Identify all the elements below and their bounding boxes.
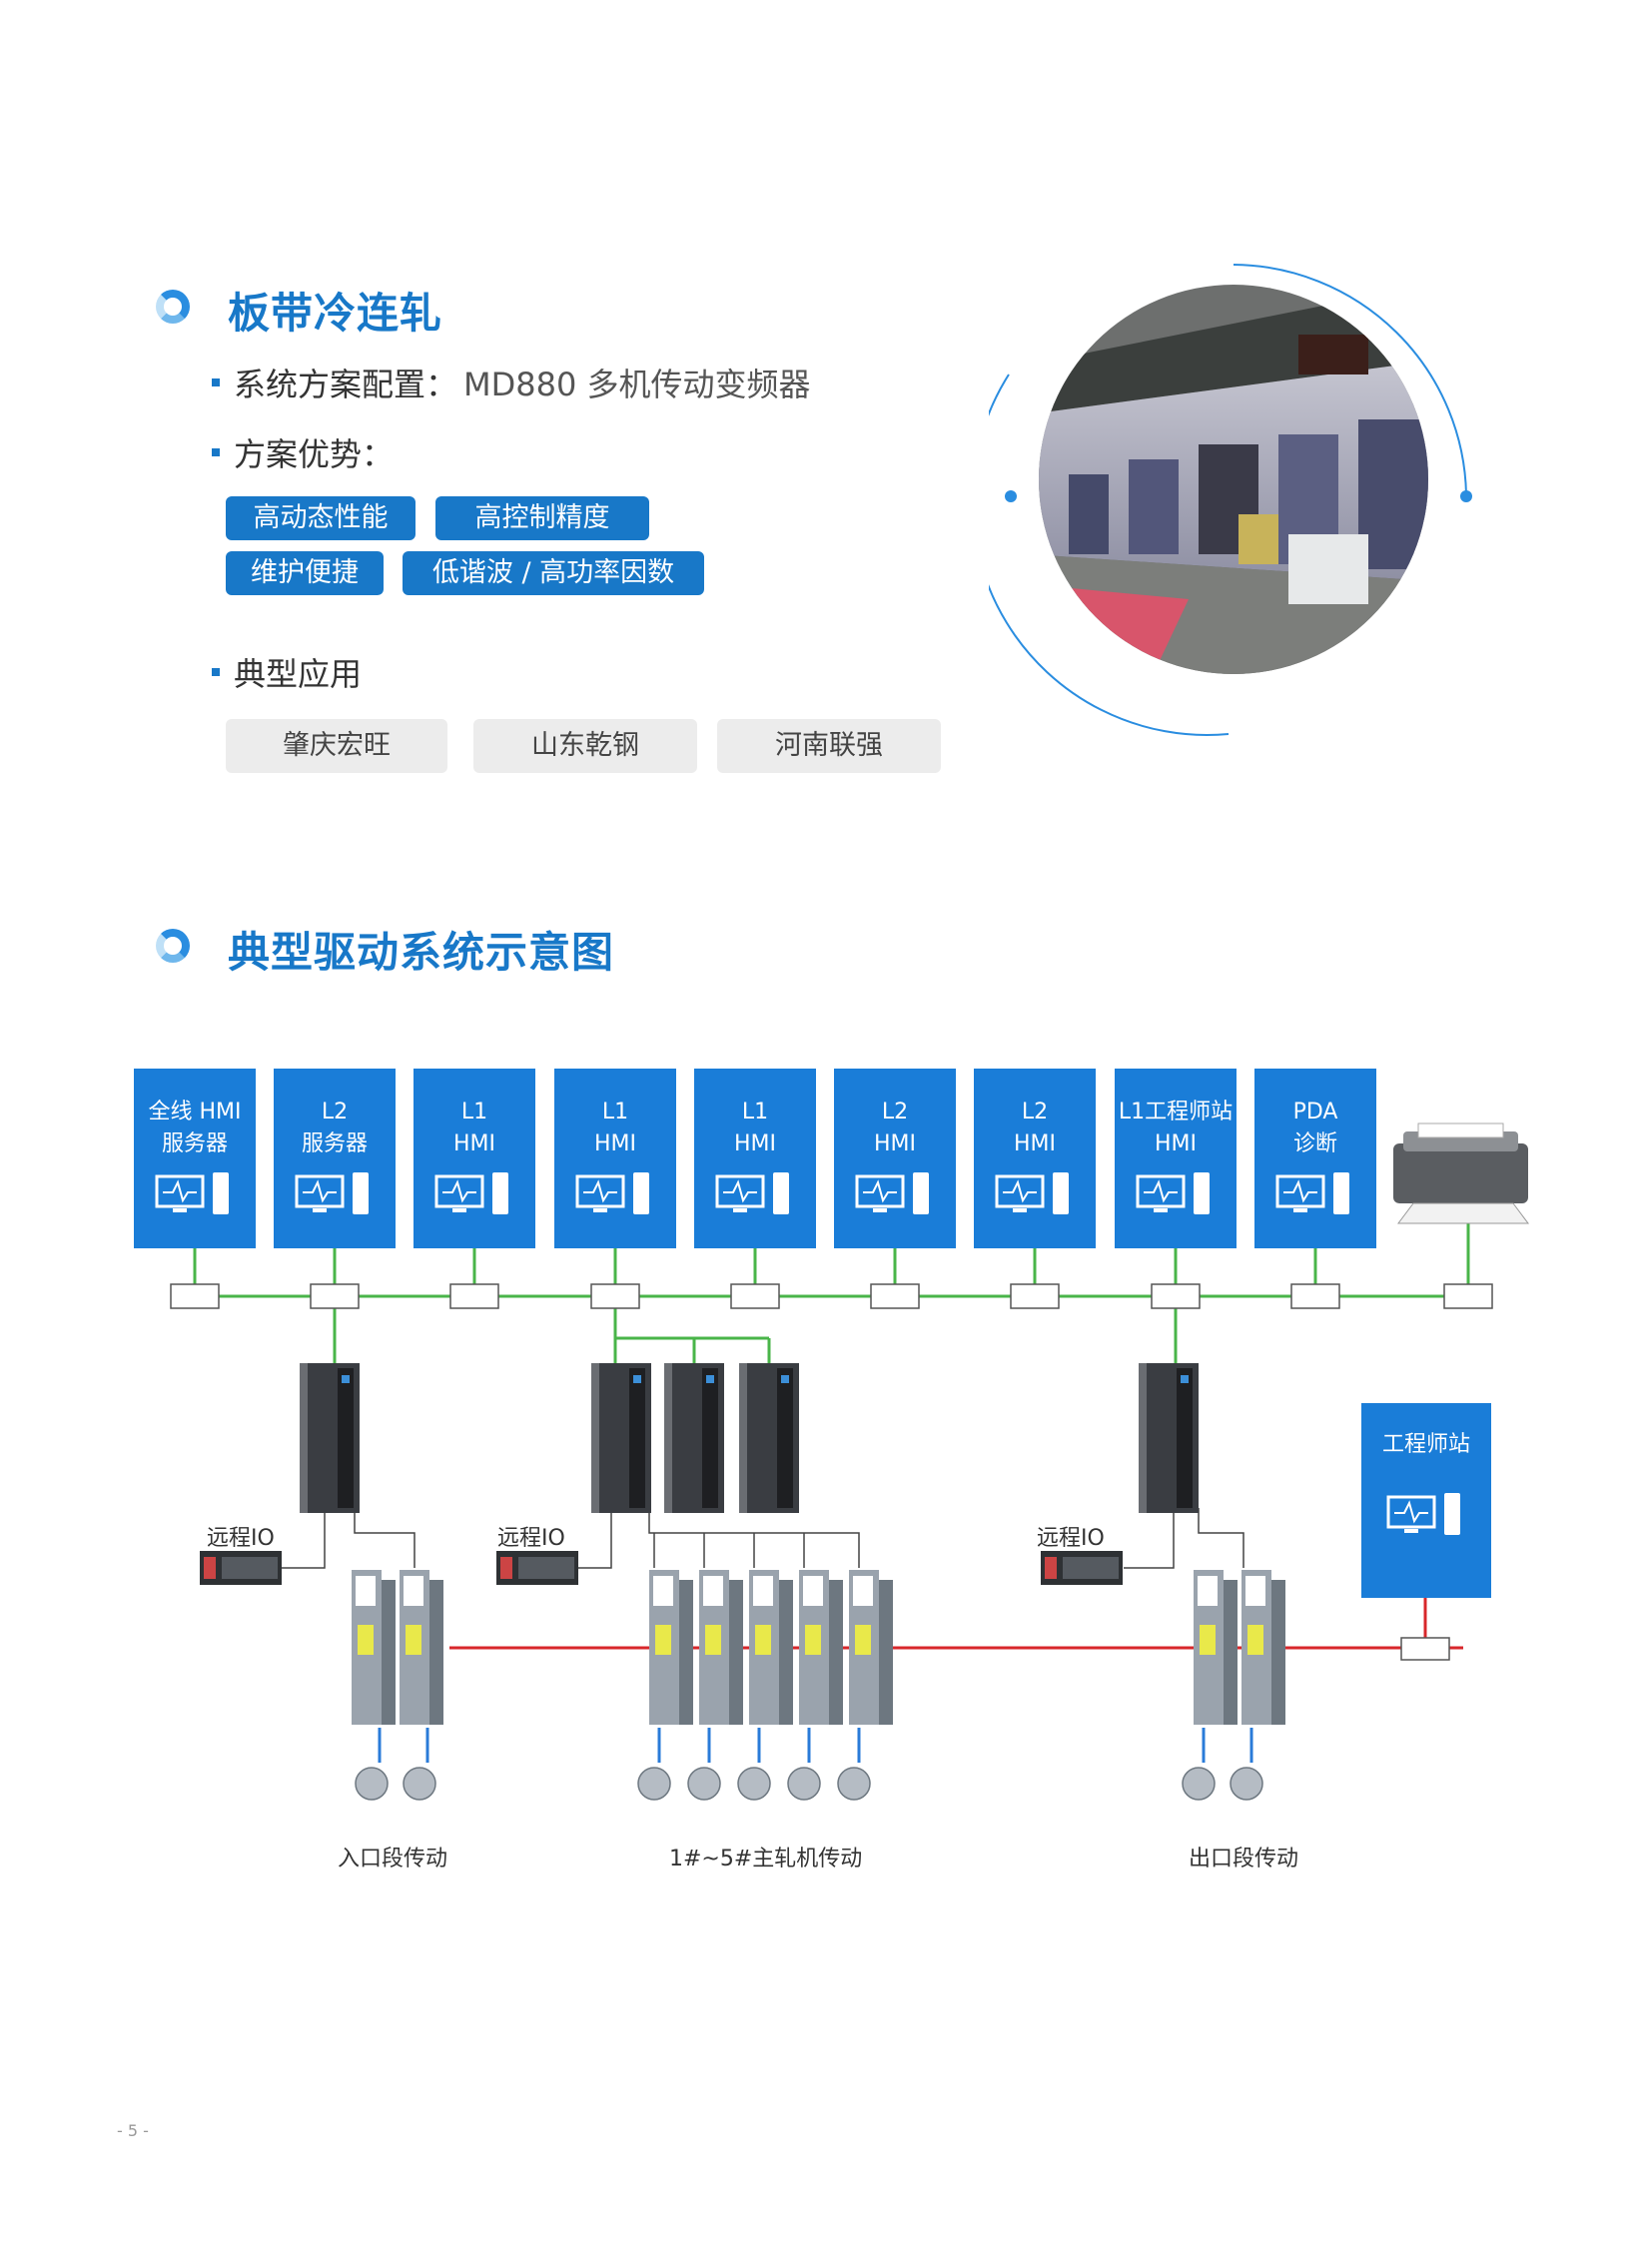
page-number: - 5 - xyxy=(117,2121,149,2140)
node-box: L1 HMI xyxy=(554,1069,676,1248)
advantages-label: 方案优势： xyxy=(234,435,395,473)
application-tag: 山东乾钢 xyxy=(473,719,697,773)
node-line1: L2 xyxy=(1021,1100,1049,1124)
node-box: L2 服务器 xyxy=(274,1069,396,1248)
factory-photo xyxy=(989,264,1472,736)
node-box: PDA 诊断 xyxy=(1254,1069,1376,1248)
section-ring-icon xyxy=(156,290,190,324)
controllers xyxy=(300,1363,1199,1513)
node-line1: L1 xyxy=(601,1100,629,1124)
node-line1: 全线 HMI xyxy=(148,1100,242,1124)
motor-cables xyxy=(378,1728,1253,1763)
node-box: 全线 HMI 服务器 xyxy=(134,1069,256,1248)
node-line1: L1 xyxy=(741,1100,769,1124)
applications-label: 典型应用 xyxy=(234,655,363,693)
node-line2: 服务器 xyxy=(301,1131,368,1156)
node-line2: HMI xyxy=(1013,1131,1056,1156)
node-line2: HMI xyxy=(873,1131,916,1156)
power-bus xyxy=(449,1598,1463,1650)
node-line2: HMI xyxy=(593,1131,636,1156)
node-box: L2 HMI xyxy=(974,1069,1096,1248)
application-tag: 河南联强 xyxy=(717,719,941,773)
network-nodes xyxy=(170,1283,1493,1309)
config-label: 系统方案配置： xyxy=(234,366,458,403)
node-line1: L1 xyxy=(460,1100,488,1124)
caption-exit: 出口段传动 xyxy=(1189,1847,1299,1871)
motor-icons xyxy=(355,1767,1263,1801)
monitor-tower-icon xyxy=(575,1172,649,1214)
monitor-tower-icon xyxy=(155,1172,229,1214)
remote-io-label: 远程IO xyxy=(207,1526,275,1551)
section-title: 板带冷连轧 xyxy=(228,289,443,338)
node-box: L1 HMI xyxy=(694,1069,816,1248)
caption-main-mill: 1#~5#主轧机传动 xyxy=(669,1847,863,1871)
remote-io-label: 远程IO xyxy=(497,1526,565,1551)
monitor-tower-icon xyxy=(1275,1172,1349,1214)
node-box: L2 HMI xyxy=(834,1069,956,1248)
remote-io-modules xyxy=(200,1551,1123,1585)
node-line1: PDA xyxy=(1292,1100,1338,1124)
bullet-icon xyxy=(212,448,220,456)
node-line2: HMI xyxy=(733,1131,776,1156)
node-line2: HMI xyxy=(1154,1131,1197,1156)
config-value: MD880 多机传动变频器 xyxy=(463,366,811,403)
drives xyxy=(352,1570,1285,1725)
monitor-tower-icon xyxy=(434,1172,508,1214)
monitor-tower-icon xyxy=(995,1172,1069,1214)
caption-entry: 入口段传动 xyxy=(338,1847,448,1871)
bullet-icon xyxy=(212,378,220,386)
advantage-tag: 维护便捷 xyxy=(226,551,384,595)
monitor-tower-icon xyxy=(855,1172,929,1214)
node-box: L1工程师站 HMI xyxy=(1115,1069,1237,1248)
control-links xyxy=(280,1508,1244,1569)
engineer-station-box: 工程师站 xyxy=(1361,1403,1491,1598)
monitor-tower-icon xyxy=(295,1172,369,1214)
node-line2: HMI xyxy=(452,1131,495,1156)
node-line1: L2 xyxy=(321,1100,349,1124)
node-line1: L2 xyxy=(881,1100,909,1124)
engineer-station-label: 工程师站 xyxy=(1381,1432,1470,1457)
node-line2: 服务器 xyxy=(161,1131,228,1156)
node-line2: 诊断 xyxy=(1292,1131,1337,1156)
bullet-icon xyxy=(212,668,220,676)
monitor-tower-icon xyxy=(715,1172,789,1214)
network-lines xyxy=(193,1218,1473,1368)
advantage-tag: 高动态性能 xyxy=(226,496,415,540)
advantages-line: 方案优势： xyxy=(212,429,394,475)
node-box: L1 HMI xyxy=(413,1069,535,1248)
applications-line: 典型应用 xyxy=(212,649,362,695)
remote-io-label: 远程IO xyxy=(1037,1526,1105,1551)
advantage-tag: 高控制精度 xyxy=(435,496,649,540)
node-line1: L1工程师站 xyxy=(1118,1100,1234,1124)
section-ring-icon xyxy=(156,929,190,963)
printer-icon xyxy=(1393,1122,1529,1224)
monitor-tower-icon xyxy=(1136,1172,1210,1214)
config-line: 系统方案配置： MD880 多机传动变频器 xyxy=(212,360,811,405)
monitor-tower-icon xyxy=(1386,1493,1460,1535)
section-title: 典型驱动系统示意图 xyxy=(228,928,615,977)
application-tag: 肇庆宏旺 xyxy=(226,719,447,773)
advantage-tag: 低谐波 / 高功率因数 xyxy=(403,551,704,595)
